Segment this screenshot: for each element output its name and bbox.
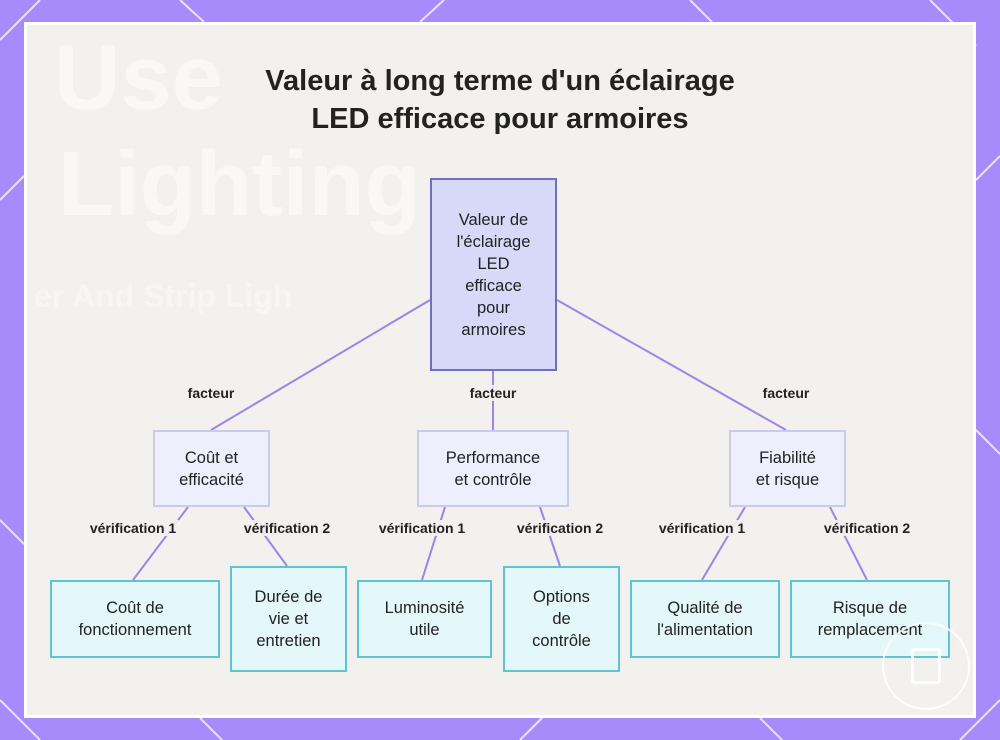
edge-label-factor: facteur xyxy=(759,385,813,401)
node-text-line: Luminosité xyxy=(384,599,465,617)
root-node: Valeur de l'éclairage LED efficace pour … xyxy=(430,178,557,371)
node-text-line: et contrôle xyxy=(454,470,532,489)
connector-line xyxy=(132,506,189,581)
title-line: LED efficace pour armoires xyxy=(311,103,689,135)
leaf-node-control-options: Options de contrôle xyxy=(503,566,620,672)
node-text-line: Performance xyxy=(445,448,541,467)
connector-line xyxy=(701,506,746,581)
node-text-line: pour xyxy=(476,298,511,317)
background-text: er And Strip Ligh xyxy=(34,278,293,314)
node-text-line: Coût et xyxy=(184,448,239,467)
edge-label-check: vérification 1 xyxy=(375,520,469,536)
background-text: Lighting xyxy=(58,133,421,235)
connector-line xyxy=(829,506,868,581)
node-text-line: l'alimentation xyxy=(657,621,753,639)
leaf-node-operating-cost: Coût de fonctionnement xyxy=(50,580,220,658)
node-text-line: efficace xyxy=(465,276,522,295)
factor-node-cost: Coût et efficacité xyxy=(153,430,270,507)
diagram-title: Valeur à long terme d'un éclairage LED e… xyxy=(150,62,850,138)
edge-label-check: vérification 1 xyxy=(86,520,180,536)
leaf-node-power-quality: Qualité de l'alimentation xyxy=(630,580,780,658)
factor-node-reliability: Fiabilité et risque xyxy=(729,430,846,507)
node-text-line: contrôle xyxy=(532,632,591,650)
node-text-line: de xyxy=(552,610,571,628)
connector-line xyxy=(556,299,787,431)
node-text-line: vie et xyxy=(268,610,309,628)
edge-label-check: vérification 2 xyxy=(513,520,607,536)
title-line: Valeur à long terme d'un éclairage xyxy=(265,65,735,97)
connector-line xyxy=(421,506,446,581)
connector-line xyxy=(539,506,561,567)
node-text-line: LED xyxy=(477,254,510,273)
node-text-line: entretien xyxy=(256,632,321,650)
edge-label-factor: facteur xyxy=(466,385,520,401)
node-text-line: Options xyxy=(533,588,590,606)
factor-node-performance: Performance et contrôle xyxy=(417,430,569,507)
node-text-line: Valeur de xyxy=(458,210,529,229)
edge-label-check: vérification 2 xyxy=(820,520,914,536)
edge-label-check: vérification 2 xyxy=(240,520,334,536)
connector-line xyxy=(210,299,431,431)
node-text-line: fonctionnement xyxy=(78,621,192,639)
node-text-line: efficacité xyxy=(179,470,244,489)
leaf-node-luminosity: Luminosité utile xyxy=(357,580,492,658)
node-text-line: utile xyxy=(409,621,440,639)
node-text-line: Risque de xyxy=(832,599,908,617)
node-text-line: l'éclairage xyxy=(456,232,531,251)
node-text-line: Qualité de xyxy=(667,599,743,617)
logo-icon xyxy=(882,622,970,710)
node-text-line: Durée de xyxy=(254,588,323,606)
node-text-line: armoires xyxy=(461,320,526,339)
edge-label-factor: facteur xyxy=(184,385,238,401)
node-text-line: et risque xyxy=(755,470,820,489)
connector-line xyxy=(243,506,288,567)
node-text-line: Fiabilité xyxy=(759,448,816,467)
background-text: Use xyxy=(54,27,223,129)
leaf-node-lifespan: Durée de vie et entretien xyxy=(230,566,347,672)
node-text-line: Coût de xyxy=(106,599,164,617)
edge-label-check: vérification 1 xyxy=(655,520,749,536)
